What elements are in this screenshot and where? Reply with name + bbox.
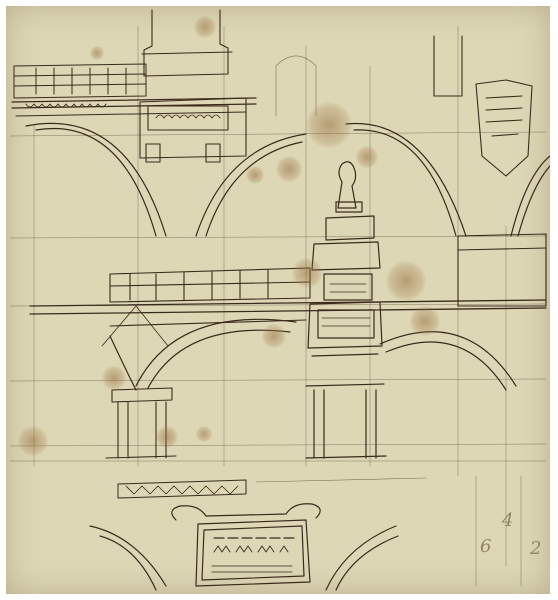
ink-stain [196,426,212,442]
upper-balustrade [11,63,257,117]
upper-right-pier [433,35,547,307]
bottom-cartouche [89,503,399,591]
upper-pedestal [139,9,247,163]
ink-stain [90,46,104,60]
ink-stain [356,146,378,168]
ink-stain [276,156,302,182]
ink-stain [410,306,440,336]
ink-stain [306,102,352,148]
ink-stain [194,16,216,38]
handwritten-number: 4 [502,510,514,531]
upper-arches [25,55,550,237]
ink-stain [246,166,264,184]
ink-stain [18,426,48,456]
handwritten-number: 6 [480,536,492,557]
ink-stain [262,324,286,348]
ink-stain [292,258,322,288]
handwritten-number: 2 [530,538,542,559]
middle-balustrade [29,267,547,327]
paper-sheet: 4 6 2 [6,6,550,594]
lower-cornice [117,477,427,499]
lower-left-pier [101,305,177,459]
ink-stain [386,261,426,301]
ink-drawing [9,9,550,591]
ink-stain [102,366,126,390]
handwritten-numbers: 4 6 2 [472,510,552,570]
ink-stain [156,426,178,448]
